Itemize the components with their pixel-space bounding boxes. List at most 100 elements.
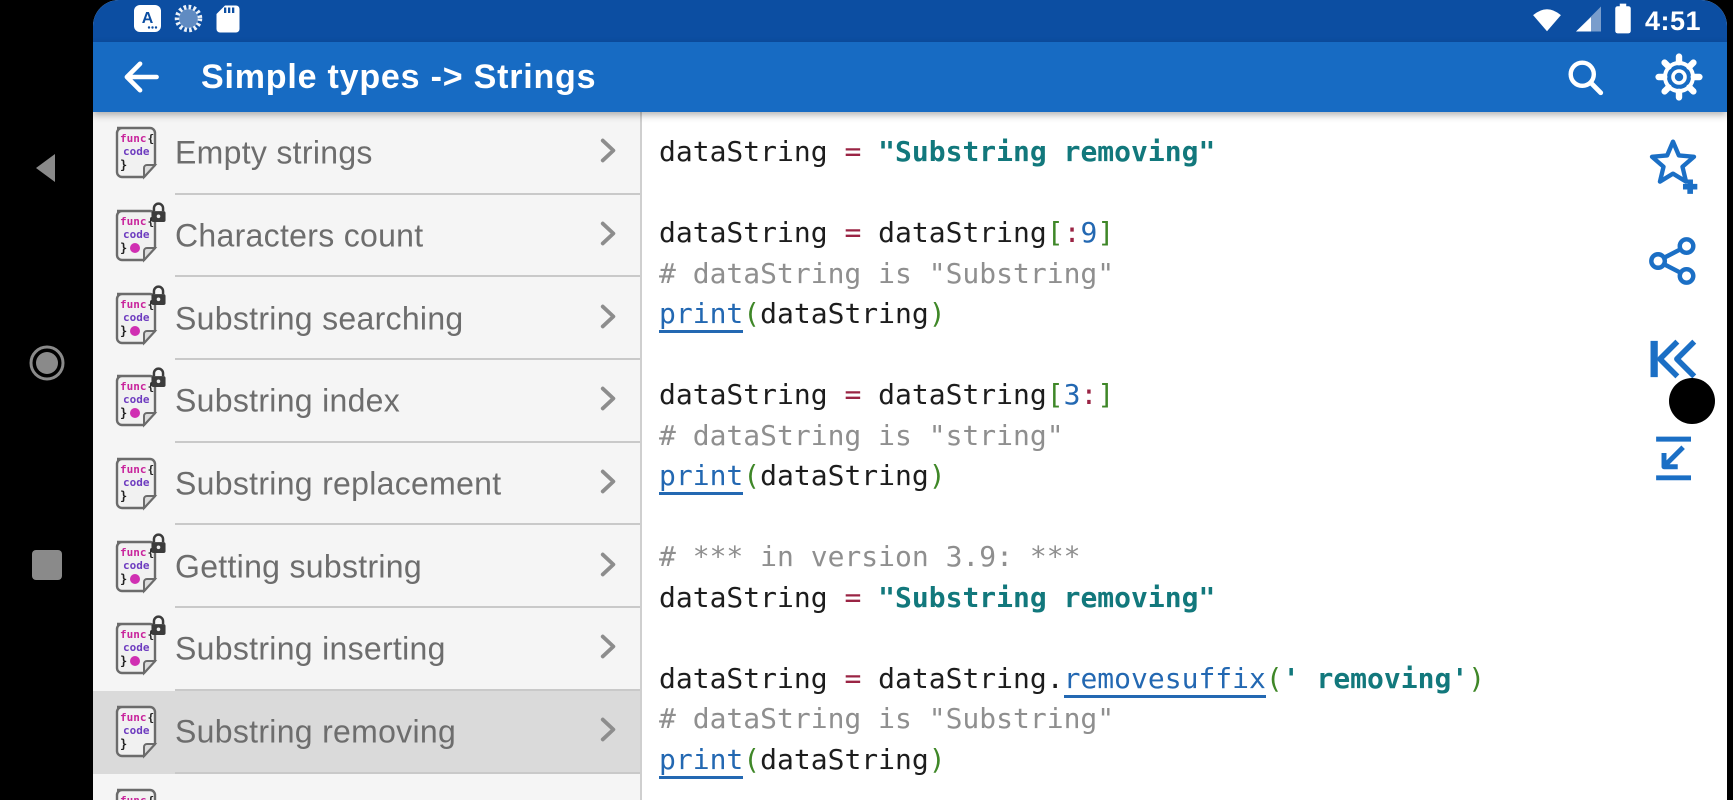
progress-dot-icon xyxy=(130,243,140,254)
sidebar-item[interactable]: func{ code } Substring searching xyxy=(93,277,640,360)
chevron-right-icon xyxy=(590,134,624,173)
sidebar-item-label: Substring replacement xyxy=(175,465,502,502)
code-line: dataString = dataString[3:] xyxy=(659,378,1115,411)
sidebar-item-label: Substring searching xyxy=(175,300,464,337)
svg-text:func{: func{ xyxy=(120,794,154,800)
chevron-right-icon xyxy=(590,382,624,421)
code-line: # *** in version 3.9: *** xyxy=(659,540,1081,573)
code-line xyxy=(659,173,1727,214)
clock: 4:51 xyxy=(1644,5,1701,36)
progress-dot-icon xyxy=(130,573,140,584)
sidebar-item[interactable]: func{ code } Characters count xyxy=(93,195,640,278)
nav-back-icon[interactable] xyxy=(27,148,67,191)
sidebar-item[interactable]: func{ code } Getting substring xyxy=(93,525,640,608)
lock-icon xyxy=(149,532,168,560)
sidebar-item-label: Empty strings xyxy=(175,134,373,171)
lock-icon xyxy=(149,366,168,394)
code-file-icon: func{ code } xyxy=(106,704,168,760)
code-file-icon: func{ code } xyxy=(106,456,168,512)
code-file-icon: func{ code } xyxy=(106,533,168,595)
svg-text:func{: func{ xyxy=(120,711,154,724)
progress-dot-icon xyxy=(130,408,140,419)
settings-gear-icon[interactable] xyxy=(1655,53,1703,101)
topic-list[interactable]: func{ code } Empty strings xyxy=(93,112,640,800)
svg-text:func{: func{ xyxy=(120,546,154,559)
code-file-icon: func{ code } xyxy=(106,202,168,264)
add-bookmark-star-icon[interactable] xyxy=(1642,135,1704,202)
sidebar-item[interactable]: func{ code } Substring index xyxy=(93,360,640,443)
code-file-icon: func{ code } xyxy=(106,367,168,429)
panel-divider xyxy=(640,112,642,800)
code-line xyxy=(659,335,1727,376)
code-line: dataString = "Substring removing" xyxy=(659,580,1216,614)
sync-progress-icon xyxy=(173,3,204,39)
sidebar-item-label: Substring removing xyxy=(175,713,457,750)
code-line: dataString = dataString.removesuffix(' r… xyxy=(659,659,1727,700)
svg-text:func{: func{ xyxy=(120,132,154,145)
collapse-panel-icon[interactable] xyxy=(1646,431,1700,488)
code-line xyxy=(659,497,1727,538)
sidebar-item[interactable]: func{ code } Substring replacement xyxy=(93,443,640,526)
sidebar-item[interactable]: func{ code } Substring inserting xyxy=(93,608,640,691)
lock-icon xyxy=(149,614,168,642)
search-icon[interactable] xyxy=(1563,55,1607,99)
lock-icon xyxy=(149,201,168,229)
cell-signal-icon xyxy=(1573,4,1604,39)
code-line: dataString = "Substring removing" xyxy=(659,135,1216,168)
code-file-icon: func{ code } xyxy=(106,787,168,800)
content-area: func{ code } Empty strings xyxy=(93,112,1727,800)
code-line xyxy=(659,618,1727,659)
svg-text:}: } xyxy=(120,241,127,255)
nav-recents-icon[interactable] xyxy=(30,548,64,585)
overlay-circle-button[interactable] xyxy=(1669,378,1715,424)
chevron-right-icon xyxy=(590,547,624,586)
page-title: Simple types -> Strings xyxy=(201,57,597,96)
status-bar: A xyxy=(93,0,1727,42)
code-line: # dataString is "Substring" xyxy=(659,256,1115,290)
chevron-right-icon xyxy=(590,713,624,752)
chevron-right-icon xyxy=(590,217,624,256)
phone-screen: A xyxy=(93,0,1727,800)
app-bar: Simple types -> Strings xyxy=(93,42,1727,112)
wifi-icon xyxy=(1530,4,1564,39)
translate-app-notification-icon: A xyxy=(133,4,162,38)
android-nav-bar xyxy=(0,0,93,800)
code-file-icon: func{ code } xyxy=(106,125,168,181)
battery-icon xyxy=(1613,3,1633,39)
chevron-right-icon xyxy=(590,630,624,669)
svg-text:code: code xyxy=(123,476,150,489)
first-page-icon[interactable] xyxy=(1643,330,1703,391)
sidebar-item[interactable]: func{ code } xyxy=(93,774,640,800)
svg-text:func{: func{ xyxy=(120,628,154,641)
svg-text:}: } xyxy=(120,489,127,503)
svg-text:}: } xyxy=(120,737,127,751)
svg-text:code: code xyxy=(123,145,150,158)
svg-text:}: } xyxy=(120,572,127,586)
code-panel[interactable]: dataString = "Substring removing" dataSt… xyxy=(642,112,1727,800)
svg-text:}: } xyxy=(120,158,127,172)
share-icon[interactable] xyxy=(1645,233,1701,292)
svg-text:func{: func{ xyxy=(120,215,154,228)
code-line: dataString = dataString[:9] xyxy=(659,216,1115,249)
chevron-right-icon xyxy=(590,299,624,338)
code-file-icon: func{ code } xyxy=(106,285,168,347)
sidebar-item[interactable]: func{ code } Substring removing xyxy=(93,690,640,774)
svg-text:code: code xyxy=(123,311,150,324)
svg-text:func{: func{ xyxy=(120,463,154,476)
svg-text:A: A xyxy=(142,10,154,27)
svg-text:}: } xyxy=(120,324,127,338)
back-arrow-icon[interactable] xyxy=(119,55,163,99)
code-line: # dataString is "string" xyxy=(659,418,1064,452)
code-file-icon: func{ code } xyxy=(106,615,168,677)
sd-card-icon xyxy=(215,4,241,39)
sidebar-item-label: Characters count xyxy=(175,217,424,254)
sidebar-item[interactable]: func{ code } Empty strings xyxy=(93,112,640,195)
chevron-right-icon xyxy=(590,795,624,800)
svg-text:func{: func{ xyxy=(120,298,154,311)
svg-text:code: code xyxy=(123,641,150,654)
svg-text:func{: func{ xyxy=(120,380,154,393)
sidebar-item-label: Getting substring xyxy=(175,548,423,585)
code-line: # dataString is "Substring" xyxy=(659,702,1115,735)
code-line: print(dataString) xyxy=(659,740,1727,781)
nav-home-icon[interactable] xyxy=(26,342,68,387)
